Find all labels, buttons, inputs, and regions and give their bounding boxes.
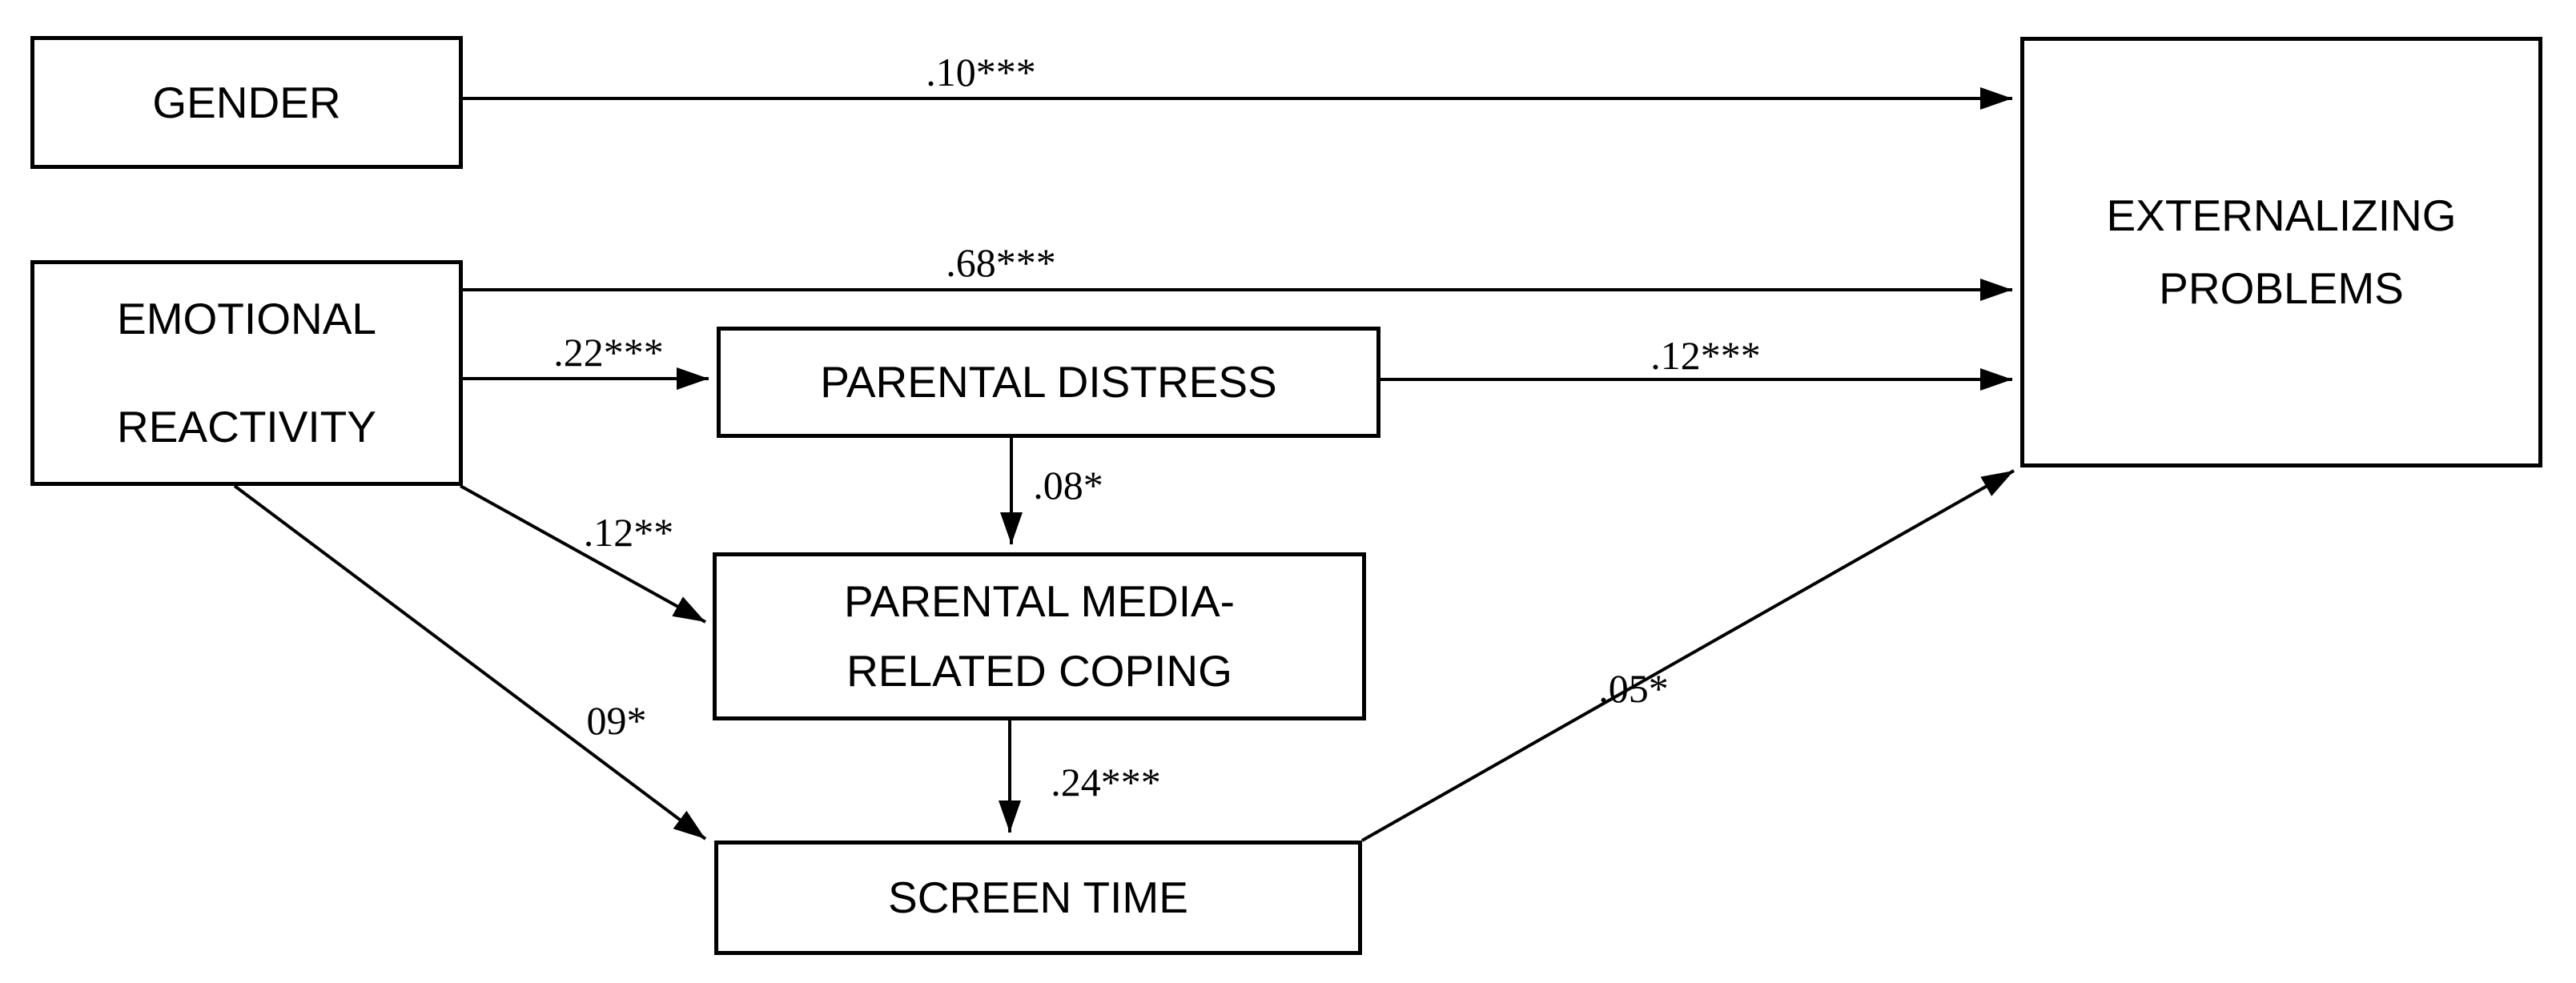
node-externalizing-problems-label: EXTERNALIZING PROBLEMS [2106,191,2457,313]
coefficient-gender-to-externalizing: .10*** [926,50,1036,94]
node-gender-label: GENDER [152,77,341,127]
coefficient-screen-time-to-externalizing: .05* [1598,666,1669,711]
node-emotional-reactivity-label: EMOTIONAL REACTIVITY [117,294,376,451]
node-screen-time-label: SCREEN TIME [888,873,1188,923]
coefficient-coping-to-screen-time: .24*** [1051,760,1161,804]
coefficient-parental-distress-to-externalizing: .12*** [1650,333,1761,378]
coefficient-emotional-reactivity-to-externalizing: .68*** [946,240,1056,285]
node-parental-distress-label: PARENTAL DISTRESS [820,357,1277,407]
coefficient-parental-distress-to-coping: .08* [1033,463,1103,508]
node-screen-time: SCREEN TIME [714,841,1362,955]
arrow-emotional-reactivity-to-screen-time [233,484,707,841]
coefficient-emotional-reactivity-to-parental-distress: .22*** [553,330,664,375]
coefficient-emotional-reactivity-to-screen-time: 09* [586,698,647,743]
node-emotional-reactivity: EMOTIONAL REACTIVITY [30,260,463,486]
arrow-emotional-reactivity-to-parental-media-related-coping [460,484,706,624]
node-parental-media-related-coping-label: PARENTAL MEDIA- RELATED COPING [844,576,1235,696]
node-gender: GENDER [30,36,463,169]
node-parental-media-related-coping: PARENTAL MEDIA- RELATED COPING [713,552,1366,720]
node-externalizing-problems: EXTERNALIZING PROBLEMS [2020,37,2542,467]
node-parental-distress: PARENTAL DISTRESS [717,327,1380,438]
coefficient-emotional-reactivity-to-coping: .12** [583,510,674,555]
arrow-screen-time-to-externalizing-problems [1361,469,2015,842]
